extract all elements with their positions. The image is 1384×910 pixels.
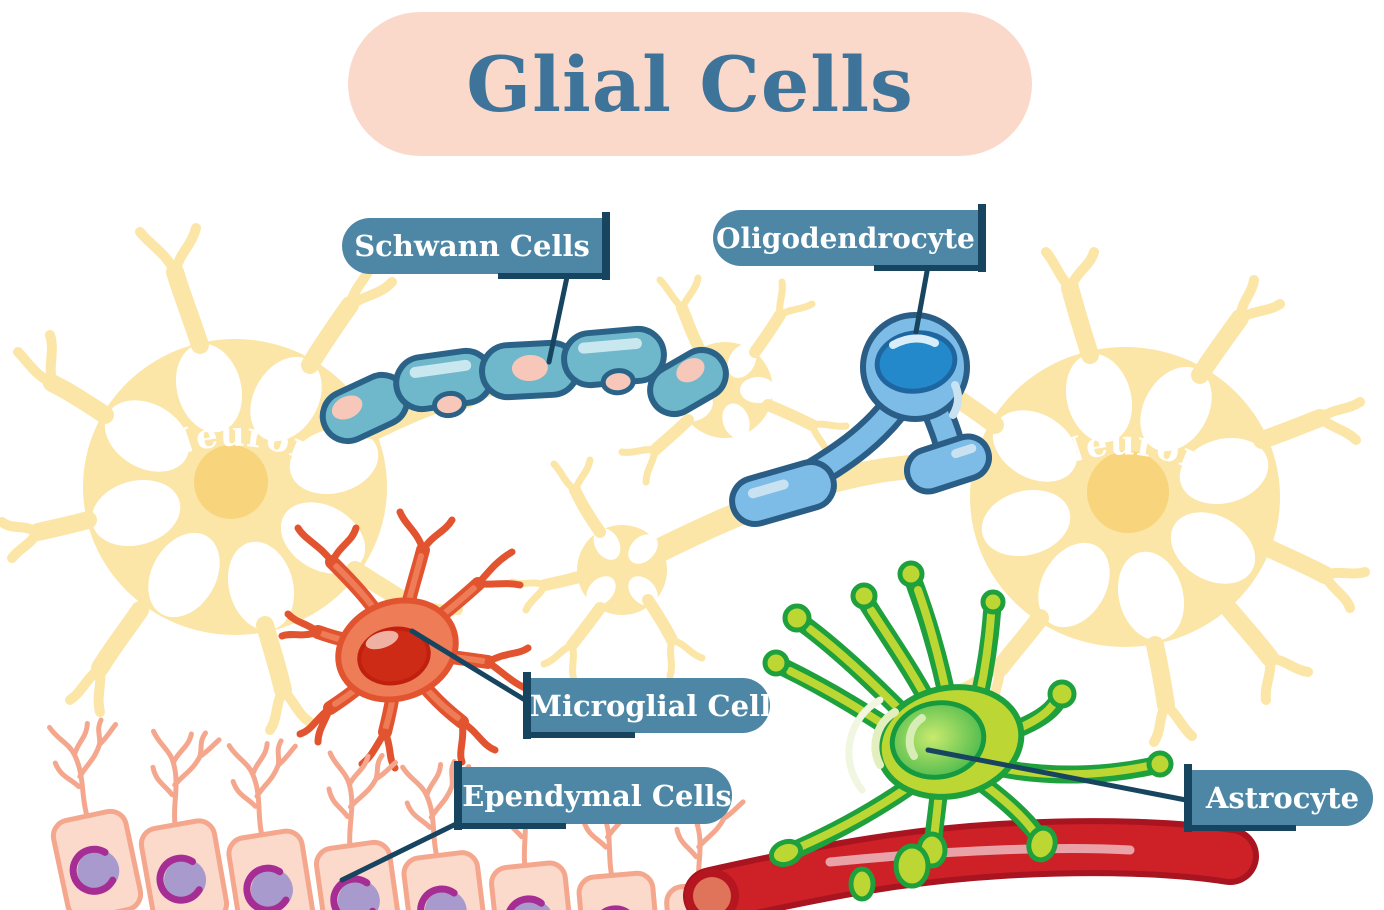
connector-line-schwann xyxy=(546,274,570,365)
label-microglial-cell: Microglial Cell xyxy=(523,672,772,739)
small-neuron-cell-b xyxy=(508,456,706,684)
diagram-title: Glial Cells xyxy=(348,12,1032,156)
label-schwann-cells: Schwann Cells xyxy=(342,212,610,280)
label-schwann-cells-text: Schwann Cells xyxy=(354,229,590,263)
neuron-nucleus xyxy=(1087,451,1169,533)
label-astrocyte: Astrocyte xyxy=(1184,764,1373,832)
label-oligodendrocyte-text: Oligodendrocyte xyxy=(716,221,975,255)
connector-line-ependymal xyxy=(339,821,459,883)
label-microglial-cell-text: Microglial Cell xyxy=(529,688,772,723)
connector-line-astrocyte xyxy=(925,747,1189,803)
microglial-cell xyxy=(278,508,532,772)
blood-vessel xyxy=(683,818,1259,910)
connector-line-oligodendrocyte xyxy=(913,263,931,335)
neuron-right: Neuron xyxy=(905,247,1370,747)
schwann-cells xyxy=(319,325,729,445)
label-ependymal-cells-text: Ependymal Cells xyxy=(462,778,732,813)
oligodendrocyte-cell xyxy=(729,312,992,527)
neuron-nucleus xyxy=(194,445,268,519)
label-astrocyte-text: Astrocyte xyxy=(1205,781,1360,815)
diagram-title-text: Glial Cells xyxy=(466,39,914,129)
schwann-capsule xyxy=(479,339,581,401)
schwann-capsule xyxy=(647,347,729,417)
schwann-capsule xyxy=(561,325,667,396)
neuron-left: Neuron xyxy=(0,223,475,735)
label-oligodendrocyte: Oligodendrocyte xyxy=(713,204,986,272)
label-ependymal-cells: Ependymal Cells xyxy=(454,761,732,830)
connector-line-microglial xyxy=(409,628,528,703)
connector-lines xyxy=(339,263,1189,883)
